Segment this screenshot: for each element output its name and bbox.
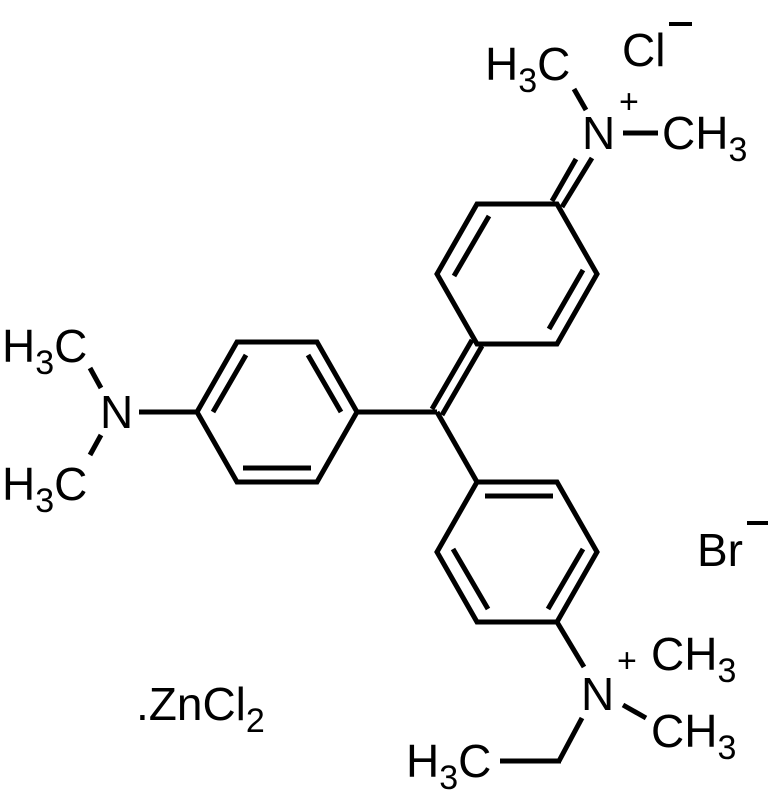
bond-bottom-n-methyl bbox=[621, 702, 648, 721]
bottom-n-charge: + bbox=[617, 642, 637, 680]
left-benzene-ring bbox=[194, 339, 360, 485]
top-n-label: N bbox=[582, 107, 615, 159]
bond-bottom-n-ethyl bbox=[556, 716, 585, 763]
bottom-methyl-1-label: CH3 bbox=[651, 628, 736, 690]
bond-central-bottom bbox=[434, 410, 480, 484]
bottom-benzene-ring bbox=[434, 479, 600, 625]
top-n-charge: + bbox=[619, 83, 639, 121]
bottom-n-label: N bbox=[581, 668, 614, 720]
zinc-chloride-label: .ZnCl2 bbox=[136, 678, 265, 740]
top-iminium-double-bond bbox=[549, 156, 595, 209]
central-double-bond bbox=[429, 338, 485, 417]
chloride-label: Cl bbox=[622, 24, 665, 76]
left-methyl-top-label: H3C bbox=[2, 320, 87, 382]
ethyl-methyl-label: H3C bbox=[406, 735, 491, 797]
bromide-label: Br bbox=[697, 524, 743, 576]
left-methyl-bottom-label: H3C bbox=[2, 458, 87, 520]
top-quinoid-ring bbox=[434, 201, 600, 347]
left-n-label: N bbox=[100, 386, 133, 438]
bond-left-n-methyl-top bbox=[87, 366, 104, 390]
bond-top-n-methyl-left bbox=[571, 87, 589, 112]
top-methyl-left-label: H3C bbox=[485, 38, 570, 100]
top-methyl-right-label: CH3 bbox=[662, 107, 747, 169]
bond-left-n-methyl-bottom bbox=[87, 433, 104, 457]
bromide-charge bbox=[747, 521, 768, 525]
bottom-methyl-2-label: CH3 bbox=[651, 705, 736, 767]
chloride-charge bbox=[669, 22, 692, 26]
bond-ring-bottom-n bbox=[554, 620, 587, 669]
